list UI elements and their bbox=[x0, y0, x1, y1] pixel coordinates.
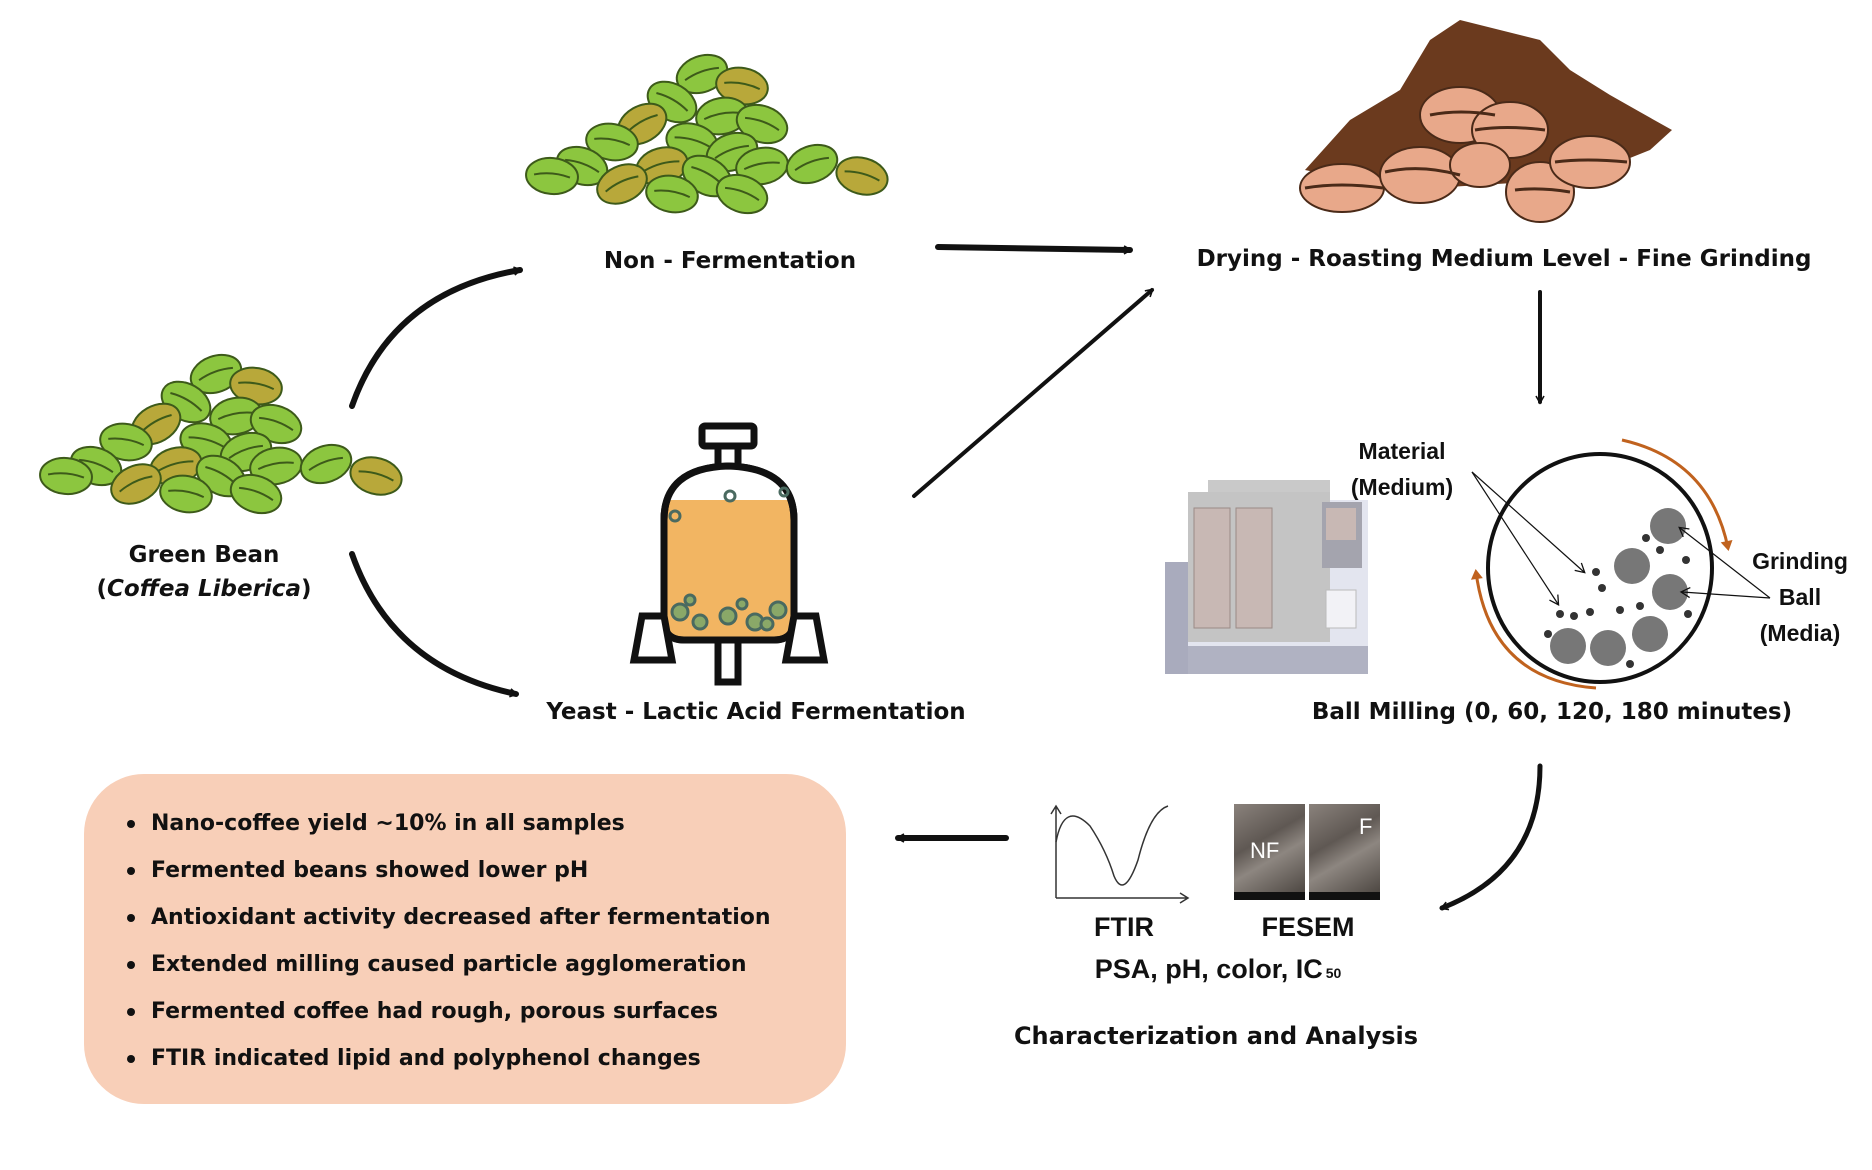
coffee-bean bbox=[596, 163, 648, 205]
species-name: Coffea Liberica bbox=[107, 576, 301, 602]
bean-crease bbox=[308, 456, 343, 471]
coffee-bean bbox=[39, 456, 93, 496]
coffee-bean bbox=[715, 173, 769, 215]
ic-subscript: 50 bbox=[1325, 965, 1342, 981]
coffee-bean bbox=[645, 174, 699, 214]
material-label-line1: Material bbox=[1358, 438, 1446, 464]
bean-crease bbox=[794, 156, 829, 171]
material-label-line2: (Medium) bbox=[1350, 474, 1454, 500]
result-item: Antioxidant activity decreased after fer… bbox=[127, 894, 846, 941]
bean-crease bbox=[844, 170, 880, 182]
result-item: Nano-coffee yield ~10% in all samples bbox=[127, 800, 846, 847]
coffee-bean bbox=[585, 122, 639, 162]
arrow-to-non-fermentation bbox=[349, 266, 523, 409]
paren-close: ) bbox=[300, 576, 312, 602]
arrow-to-characterization bbox=[1439, 763, 1543, 911]
ball-mill-jar-diagram bbox=[1470, 438, 1771, 690]
bean-crease bbox=[533, 172, 571, 179]
bean-crease bbox=[79, 458, 114, 473]
fesem-f-label: F bbox=[1359, 814, 1373, 839]
green-beans-top-illustration bbox=[525, 53, 889, 215]
non-fermentation-label: Non - Fermentation bbox=[603, 248, 857, 274]
bean-crease bbox=[47, 472, 85, 479]
bean-crease bbox=[170, 392, 203, 412]
bean-crease bbox=[188, 436, 224, 448]
coffee-bean bbox=[525, 156, 579, 196]
result-item: Fermented coffee had rough, porous surfa… bbox=[127, 988, 846, 1035]
fesem-image-f: F bbox=[1309, 804, 1380, 900]
bean-crease bbox=[684, 66, 719, 81]
coffee-bean bbox=[189, 353, 243, 395]
characterization-title: Characterization and Analysis bbox=[1013, 1022, 1419, 1050]
bean-crease bbox=[259, 416, 294, 431]
coffee-bean bbox=[785, 143, 839, 185]
arrow-to-fermentation bbox=[349, 551, 519, 698]
bean-crease bbox=[228, 444, 263, 459]
result-item: FTIR indicated lipid and polyphenol chan… bbox=[127, 1035, 846, 1082]
coffee-bean bbox=[99, 422, 153, 462]
coffee-bean bbox=[159, 474, 213, 514]
bean-crease bbox=[644, 160, 680, 172]
coffee-bean bbox=[835, 156, 889, 196]
arrow-fermentation-to-processing bbox=[912, 288, 1154, 498]
paren-open: ( bbox=[96, 576, 108, 602]
bean-crease bbox=[745, 116, 780, 131]
bean-crease bbox=[238, 381, 275, 391]
coffee-bean bbox=[299, 443, 353, 485]
fesem-nf-label: NF bbox=[1250, 838, 1280, 863]
coffee-bean bbox=[110, 463, 162, 505]
bean-crease bbox=[565, 158, 600, 173]
bean-crease bbox=[257, 461, 294, 471]
result-item: Fermented beans showed lower pH bbox=[127, 847, 846, 894]
bean-crease bbox=[217, 411, 254, 421]
coffee-bean bbox=[349, 456, 403, 496]
ball-milling-label: Ball Milling (0, 60, 120, 180 minutes) bbox=[1311, 699, 1793, 725]
bean-crease bbox=[108, 437, 145, 447]
coffee-bean bbox=[229, 473, 283, 515]
green-bean-species: (Coffea Liberica) bbox=[97, 576, 312, 602]
result-item: Extended milling caused particle agglome… bbox=[127, 941, 846, 988]
ball-mill-machine-illustration bbox=[1165, 480, 1368, 674]
fermentation-label: Yeast - Lactic Acid Fermentation bbox=[546, 699, 966, 725]
bean-crease bbox=[725, 186, 760, 201]
bean-crease bbox=[674, 136, 710, 148]
fesem-image-nf: NF bbox=[1234, 804, 1305, 900]
fesem-label: FESEM bbox=[1261, 912, 1355, 942]
ftir-label: FTIR bbox=[1094, 912, 1154, 942]
processing-label: Drying - Roasting Medium Level - Fine Gr… bbox=[1196, 246, 1812, 272]
results-list: Nano-coffee yield ~10% in all samples Fe… bbox=[84, 774, 846, 1082]
bean-crease bbox=[158, 460, 194, 472]
bean-crease bbox=[743, 161, 780, 171]
grinding-ball-label-line1: Grinding bbox=[1752, 548, 1848, 574]
bean-crease bbox=[703, 111, 740, 121]
bean-crease bbox=[168, 489, 205, 499]
metrics-text: PSA, pH, color, IC bbox=[1094, 954, 1323, 984]
arrow-to-processing bbox=[935, 244, 1133, 255]
green-bean-title: Green Bean bbox=[128, 542, 280, 568]
bean-crease bbox=[724, 81, 761, 91]
bean-crease bbox=[656, 92, 689, 112]
flow-arrows bbox=[349, 244, 1545, 911]
roasted-coffee-pile-illustration bbox=[1299, 20, 1672, 223]
green-beans-left-illustration bbox=[39, 353, 403, 515]
bean-crease bbox=[239, 486, 274, 501]
bean-crease bbox=[605, 175, 639, 193]
bean-crease bbox=[594, 137, 631, 147]
coffee-bean bbox=[675, 53, 729, 95]
fermentation-tank-illustration bbox=[629, 422, 829, 686]
bean-crease bbox=[358, 470, 394, 482]
results-summary-box: Nano-coffee yield ~10% in all samples Fe… bbox=[84, 774, 846, 1104]
bean-crease bbox=[714, 144, 749, 159]
bean-crease bbox=[119, 475, 153, 493]
ftir-spectrum-icon bbox=[1050, 804, 1190, 904]
grinding-ball-label-line2: Ball bbox=[1778, 584, 1822, 610]
grinding-ball-label-line3: (Media) bbox=[1759, 620, 1841, 646]
bean-crease bbox=[654, 189, 691, 199]
bean-crease bbox=[198, 366, 233, 381]
